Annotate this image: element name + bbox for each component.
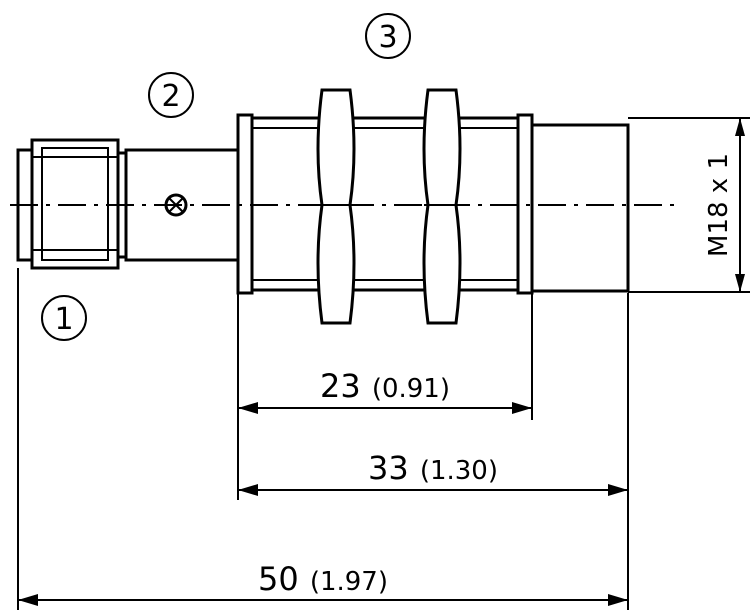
svg-text:33 (1.30): 33 (1.30) bbox=[368, 449, 498, 487]
dim-50-value: 50 bbox=[258, 560, 299, 598]
nut-right bbox=[422, 88, 462, 325]
dim-23-value: 23 bbox=[320, 367, 361, 405]
callout-2: 2 bbox=[148, 72, 194, 118]
svg-text:2: 2 bbox=[161, 79, 180, 114]
callout-1: 1 bbox=[41, 295, 87, 341]
dimension-50: 50 (1.97) bbox=[18, 560, 628, 606]
svg-text:1: 1 bbox=[54, 302, 73, 337]
dim-50-inch: (1.97) bbox=[310, 567, 388, 597]
thread-label: M18 x 1 bbox=[704, 153, 734, 257]
callout-3: 3 bbox=[365, 13, 411, 59]
thread-dimension: M18 x 1 bbox=[628, 117, 750, 293]
nut-left bbox=[316, 88, 356, 325]
dim-33-inch: (1.30) bbox=[420, 456, 498, 486]
dimension-23: 23 (0.91) bbox=[238, 367, 532, 414]
svg-text:3: 3 bbox=[378, 20, 397, 55]
svg-text:23 (0.91): 23 (0.91) bbox=[320, 367, 450, 405]
dim-23-inch: (0.91) bbox=[372, 374, 450, 404]
dimension-33: 33 (1.30) bbox=[238, 449, 628, 496]
svg-text:50 (1.97): 50 (1.97) bbox=[258, 560, 388, 598]
dim-33-value: 33 bbox=[368, 449, 409, 487]
extension-lines bbox=[17, 268, 629, 610]
